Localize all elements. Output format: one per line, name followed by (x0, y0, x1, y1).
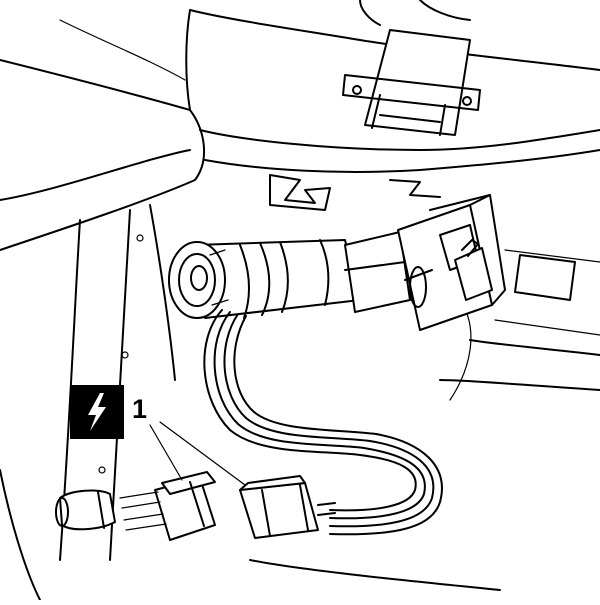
switch-housing (397, 194, 506, 331)
dashboard-panel (0, 0, 600, 251)
floor-lines (249, 299, 600, 591)
connector-left (55, 471, 216, 541)
lightning-warning-icon (70, 385, 124, 439)
lightning-bolt-icon (88, 393, 106, 431)
panel-slots (269, 174, 600, 336)
lighter-socket (168, 231, 411, 319)
callout-leaders (149, 421, 246, 486)
wiring-harness (203, 309, 443, 536)
mounting-bracket (342, 29, 481, 136)
connector-right (239, 475, 336, 539)
callout-label-1: 1 (132, 394, 148, 424)
